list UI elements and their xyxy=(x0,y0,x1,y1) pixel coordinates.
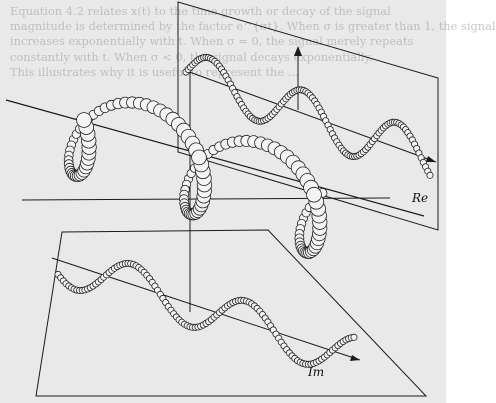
imag-time-axis xyxy=(51,257,361,361)
real-plane-vertical-arrowhead xyxy=(294,46,302,56)
real-time-axis xyxy=(183,69,437,163)
real-projection-plane xyxy=(177,1,439,231)
helix-bead-group xyxy=(54,53,434,368)
real-axis-label: Re xyxy=(411,191,428,205)
helix-bead xyxy=(76,112,92,128)
imag-projection-bead xyxy=(350,333,358,341)
imag-time-axis-arrowhead xyxy=(350,355,360,361)
real-time-axis-arrowhead xyxy=(426,156,436,162)
imag-projection-plane xyxy=(35,229,428,397)
imag-axis-label: Im xyxy=(307,365,324,379)
time-axis xyxy=(5,99,425,217)
helix-bead xyxy=(191,149,207,166)
real-projection-bead xyxy=(426,171,434,179)
complex-exponential-helix-diagram: Re Im xyxy=(5,1,439,397)
helix-bead xyxy=(306,186,322,203)
